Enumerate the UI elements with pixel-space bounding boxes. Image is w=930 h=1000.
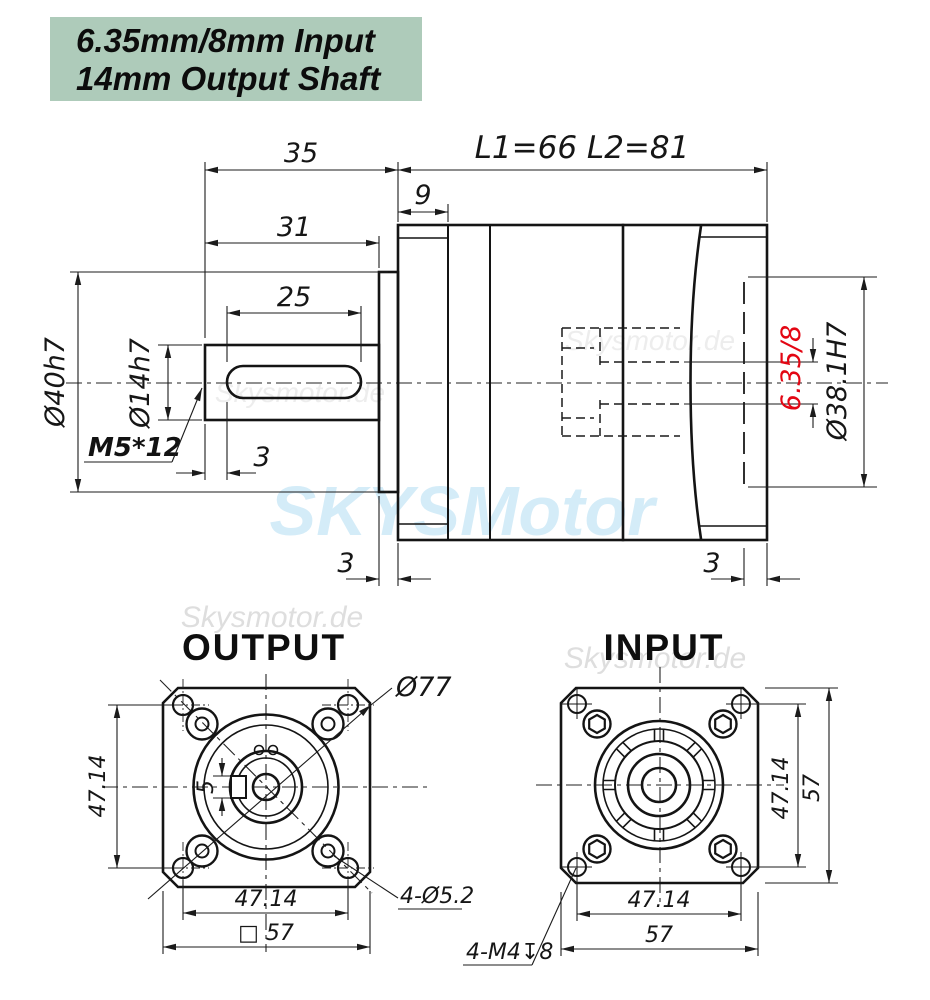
- hex-socket-screw: [582, 709, 612, 739]
- side-view-dimensions: 35 L1=66 L2=81 9 31 25 Ø40h7: [40, 130, 877, 586]
- tapped-hole: [561, 851, 593, 883]
- flange-circle-leader: [147, 704, 372, 900]
- tapped-holes-label: 4-M4↧8: [466, 940, 553, 965]
- watermark-skysmotor-large: SKYSMotor: [270, 472, 659, 550]
- watermark-skysmotor-input: Skysmotor.de: [564, 642, 746, 675]
- tapped-hole-label: M5*12: [88, 433, 182, 463]
- dim-keyway-offset-label: 3: [253, 442, 270, 473]
- motor-adapter-curve: [689, 224, 703, 541]
- dim-length-label: L1=66 L2=81: [475, 130, 690, 166]
- output-center-circles: [192, 713, 340, 861]
- dim-front-pilot-label: 3: [337, 548, 354, 579]
- dim-31-label: 31: [277, 212, 311, 243]
- input-shaft-bore: [640, 766, 678, 804]
- coupling-spokes: [603, 729, 715, 841]
- dim-input-horizontal-spacing-label: 47.14: [628, 888, 691, 913]
- output-view-dimensions: Ø77 5 47.14 4-Ø5.2 47.14: [86, 672, 474, 954]
- output-view-title: OUTPUT: [182, 627, 346, 668]
- through-holes-leader: [333, 855, 399, 899]
- counterbore-hole: [185, 707, 219, 741]
- counterbore-hole: [311, 707, 345, 741]
- retaining-ring-ear: [253, 744, 265, 756]
- hex-socket-screw: [582, 834, 612, 864]
- key-width-label: 5: [194, 780, 219, 794]
- dim-25-label: 25: [277, 282, 311, 313]
- keyway-slot: [225, 364, 363, 400]
- title-banner: 6.35mm/8mm Input 14mm Output Shaft: [50, 17, 422, 101]
- dim-input-bore-label: 6.35/8: [776, 325, 807, 411]
- input-center-circles: [593, 719, 725, 851]
- output-view: OUTPUT: [86, 627, 474, 954]
- hidden-bore-lines: [561, 282, 818, 488]
- dim-shaft-dia-label: Ø14h7: [125, 338, 156, 429]
- input-view: INPUT: [463, 627, 838, 966]
- watermark-skysmotor-shaft: Skysmotor.de: [215, 377, 385, 408]
- dim-input-square-horizontal-label: 57: [645, 923, 673, 948]
- gearbox-body: [396, 223, 769, 542]
- retaining-ring-ear: [267, 744, 279, 756]
- output-flange-outline: [161, 686, 372, 889]
- dim-9-label: 9: [414, 180, 431, 211]
- hex-socket-screw: [708, 834, 738, 864]
- watermark-skysmotor-output: Skysmotor.de: [181, 601, 363, 634]
- dim-rear-pilot-label: 3: [703, 548, 720, 579]
- tapped-hole-leader: [171, 387, 203, 463]
- watermark-skysmotor-body: Skysmotor.de: [565, 325, 735, 356]
- dim-input-square-vertical-label: 57: [800, 774, 825, 802]
- tapped-holes-leader: [531, 867, 577, 966]
- output-shaft-bore: [251, 772, 281, 802]
- dim-output-square-label: □ 57: [238, 921, 294, 946]
- input-flange-outline: [559, 686, 760, 885]
- side-view: 35 L1=66 L2=81 9 31 25 Ø40h7: [40, 130, 888, 586]
- counterbore-hole: [311, 834, 345, 868]
- watermarks: Skysmotor.de Skysmotor.de SKYSMotor Skys…: [181, 325, 746, 675]
- input-view-title: INPUT: [604, 627, 725, 668]
- dim-output-boss-dia-label: Ø40h7: [40, 337, 71, 428]
- dim-output-vertical-spacing-label: 47.14: [86, 755, 111, 818]
- title-banner-line2: 14mm Output Shaft: [76, 60, 381, 97]
- output-keyway-notch: [230, 775, 247, 799]
- hex-socket-screw: [708, 709, 738, 739]
- dim-output-horizontal-spacing-label: 47.14: [235, 887, 298, 912]
- dim-input-pilot-dia-label: Ø38.1H7: [822, 322, 853, 442]
- through-holes-label: 4-Ø5.2: [400, 884, 474, 909]
- title-banner-line1: 6.35mm/8mm Input: [76, 22, 375, 59]
- side-view-outline: [203, 223, 769, 542]
- flange-circle-label: Ø77: [395, 672, 452, 703]
- dim-input-vertical-spacing-label: 47.14: [769, 757, 794, 820]
- input-view-dimensions: 47.14 57 47.14 57 4-M4↧8: [463, 687, 838, 966]
- output-shaft: [203, 343, 381, 422]
- dim-35-label: 35: [284, 138, 318, 169]
